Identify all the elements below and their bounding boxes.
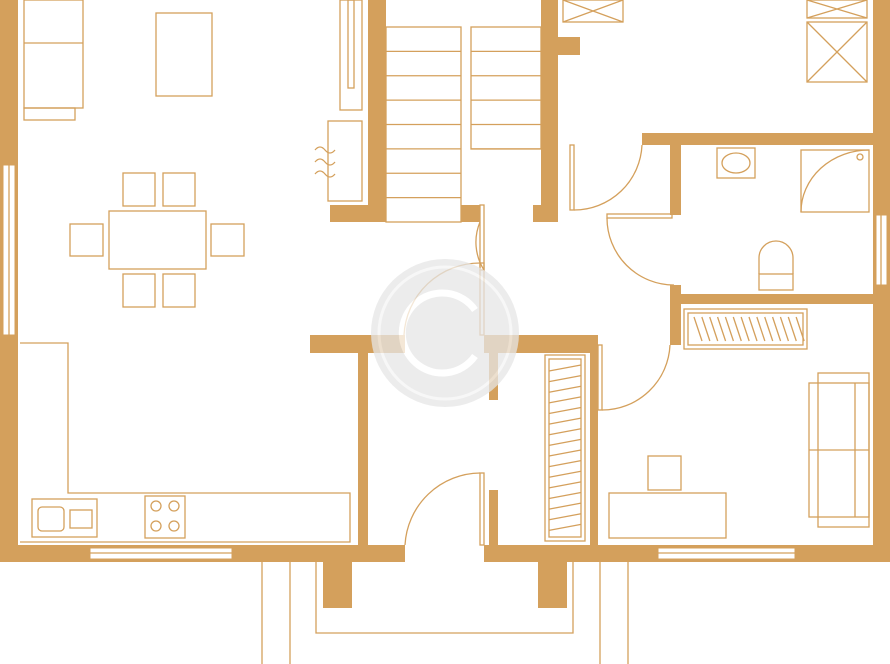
wall-stub [558, 37, 580, 55]
staircase [385, 26, 542, 223]
hanger [740, 316, 750, 342]
stair-bottom-left [330, 205, 386, 222]
door-entry [404, 472, 485, 546]
closet-stub-bottom [489, 490, 498, 545]
porch-pillar-left [323, 562, 352, 608]
sink [31, 498, 98, 538]
bed-sofa [808, 372, 870, 528]
wardrobe-bedroom [683, 308, 808, 350]
hanger [709, 316, 719, 342]
dining-table [69, 172, 245, 308]
wardrobe-hall [544, 354, 586, 542]
hanger [548, 481, 582, 489]
hanger [716, 316, 727, 342]
hanger [548, 513, 582, 521]
door-corridor [569, 144, 643, 211]
stair-wall-left [368, 0, 386, 222]
watermark [371, 259, 519, 407]
bedroom-left-wall [670, 285, 681, 345]
hanger [548, 438, 582, 447]
hanger [548, 417, 582, 425]
radiator [314, 120, 363, 202]
door-bedroom [597, 344, 671, 411]
bedroom-divider-wall [590, 335, 598, 545]
kitchen-counter [20, 342, 351, 543]
stove [144, 495, 186, 539]
hanger [548, 523, 582, 532]
bathroom-top-wall [642, 133, 873, 145]
hanger [548, 396, 582, 404]
stair-wall-right [541, 0, 558, 222]
hanger [693, 316, 703, 342]
bathroom-fixtures [716, 147, 870, 291]
hanger [548, 470, 582, 478]
hanger [548, 374, 582, 383]
hanger [779, 316, 790, 342]
hanger [732, 316, 742, 342]
toilet [758, 240, 794, 291]
storage-boxes [562, 0, 868, 83]
hanger [548, 428, 582, 436]
hanger [795, 316, 805, 342]
washbasin [716, 147, 756, 179]
hanger [756, 316, 766, 342]
stair-bottom-right [533, 205, 558, 222]
hanger [548, 459, 582, 468]
bathroom-bottom-wall [681, 294, 873, 304]
sofa-living [23, 0, 84, 121]
desk [608, 455, 727, 539]
hanger [771, 316, 782, 342]
entry-left-wall [358, 353, 368, 545]
hanger [724, 316, 735, 342]
porch-pillar-right [538, 562, 567, 608]
hanger [748, 316, 758, 342]
hanger [548, 491, 582, 500]
bathroom-left-wall-top [670, 145, 681, 215]
coffee-table [155, 12, 213, 97]
hanger [764, 316, 774, 342]
tv-unit [339, 0, 363, 111]
porch [261, 562, 629, 664]
furniture [20, 0, 870, 543]
door-bathroom [606, 213, 675, 286]
hanger [548, 502, 582, 510]
shower [800, 149, 870, 213]
hanger [548, 449, 582, 457]
hanger [548, 364, 582, 372]
stair-center-wall [461, 205, 480, 222]
hanger [787, 316, 797, 342]
windows [2, 164, 888, 560]
hanger [548, 406, 582, 415]
hanger [548, 385, 582, 393]
hanger [701, 316, 711, 342]
